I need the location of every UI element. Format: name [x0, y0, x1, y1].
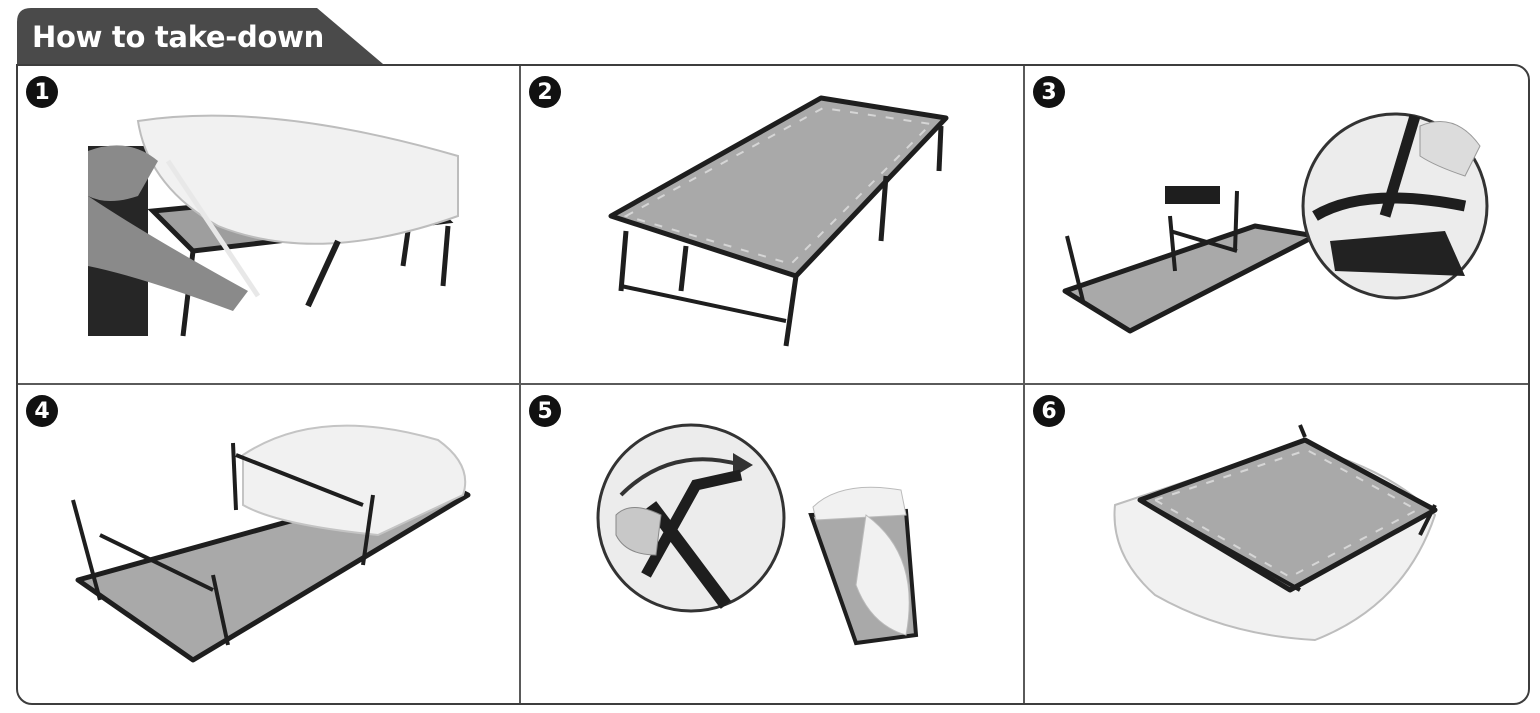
step-1-illustration — [88, 114, 459, 337]
step-6-panel: 6 — [1025, 385, 1528, 703]
step-6-illustration — [1113, 424, 1438, 642]
step-5-number: 5 — [529, 395, 561, 427]
step-4-number: 4 — [26, 395, 58, 427]
step-3-illustration — [1062, 112, 1489, 334]
section-title: How to take-down — [32, 20, 324, 54]
step-2-illustration — [608, 95, 949, 347]
step-4-panel: 4 — [18, 385, 521, 703]
step-5-illustration — [596, 423, 919, 646]
step-4-illustration — [71, 424, 471, 663]
section-title-tab: How to take-down — [17, 6, 387, 64]
step-5-panel: 5 — [521, 385, 1025, 703]
step-1-panel: 1 — [18, 66, 521, 385]
step-2-panel: 2 — [521, 66, 1025, 385]
step-3-number: 3 — [1033, 76, 1065, 108]
steps-grid: 1 2 3 — [16, 64, 1530, 705]
step-6-number: 6 — [1033, 395, 1065, 427]
step-2-number: 2 — [529, 76, 561, 108]
step-1-number: 1 — [26, 76, 58, 108]
step-3-panel: 3 — [1025, 66, 1528, 385]
